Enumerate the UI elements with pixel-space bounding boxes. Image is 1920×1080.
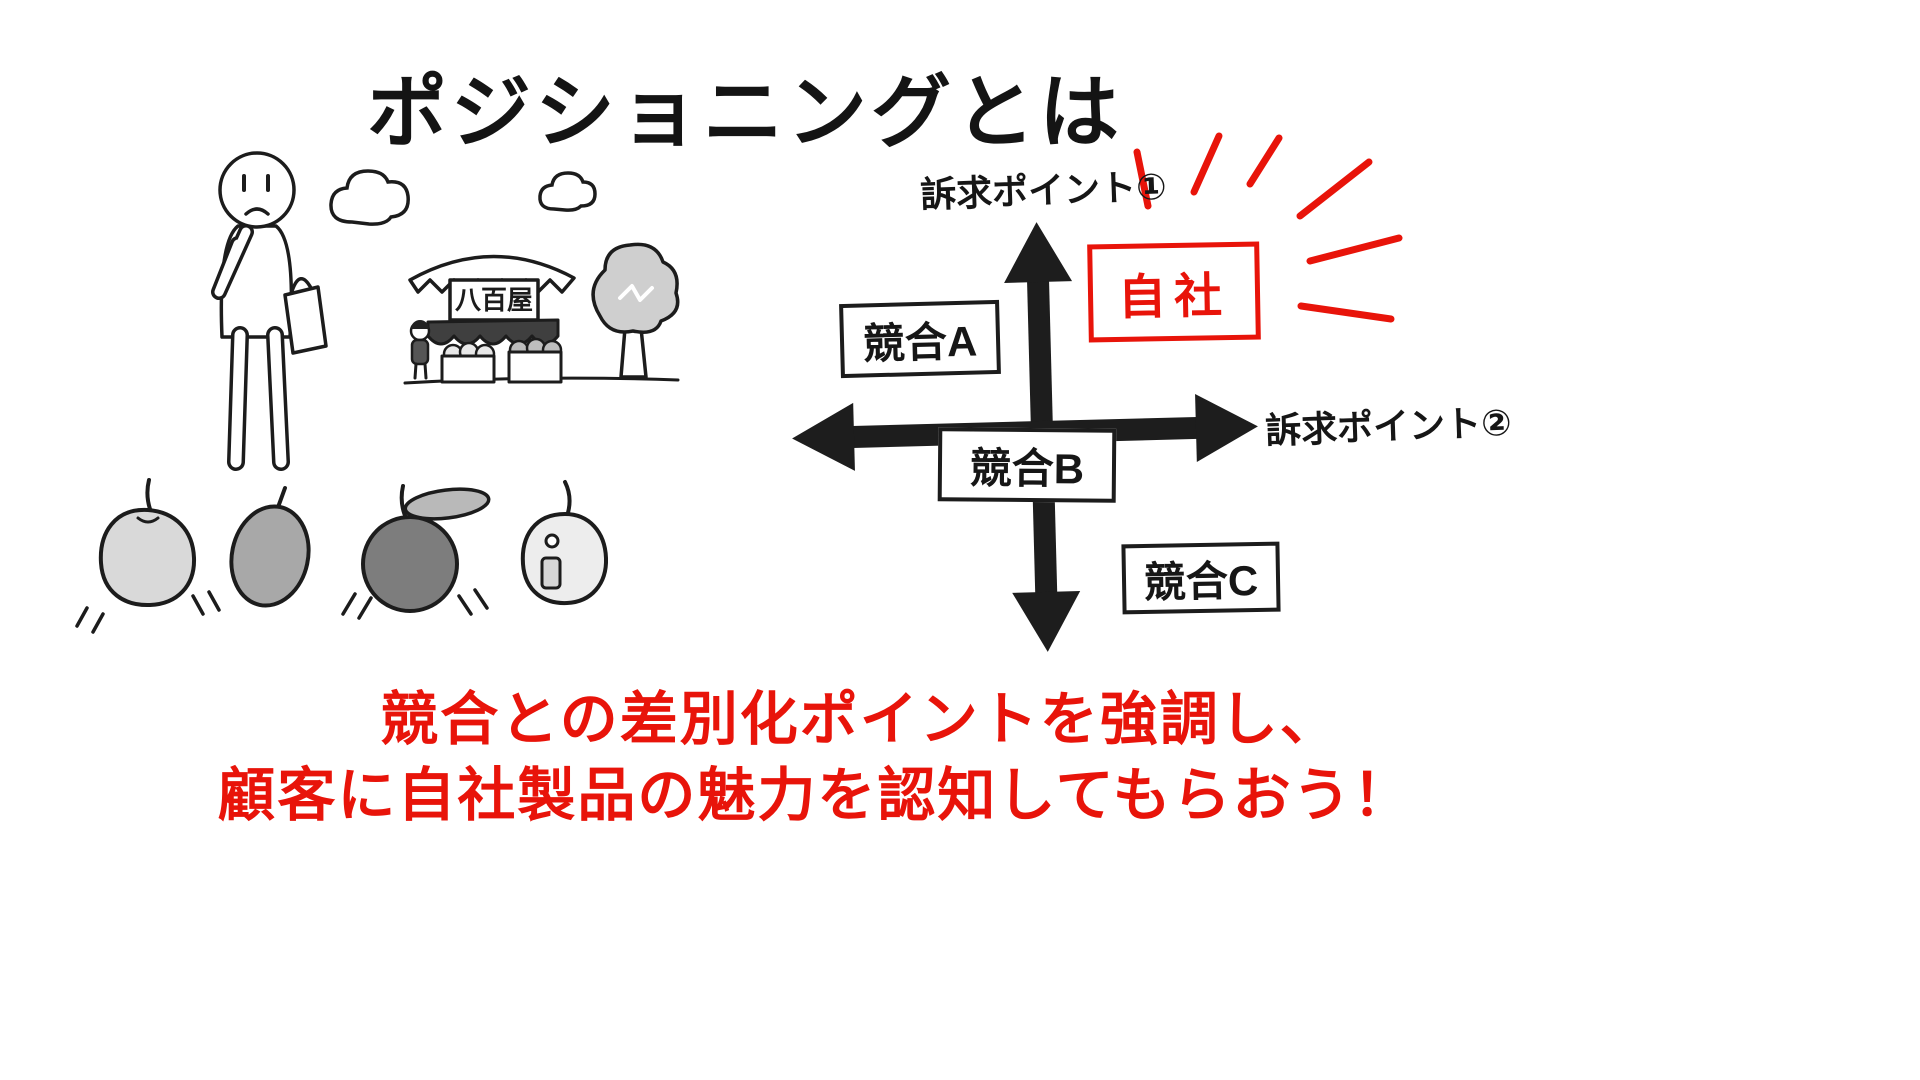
fruit-medium-icon — [229, 486, 311, 608]
greengrocer-shop-icon: 八百屋 — [408, 254, 576, 384]
tree-icon — [591, 242, 680, 379]
message-line-1: 競合との差別化ポイントを強調し、 — [380, 687, 1340, 752]
axis2-label: 訴求ポイント② — [1264, 401, 1513, 452]
axis1-label: 訴求ポイント① — [919, 165, 1168, 216]
message-line-2: 顧客に自社製品の魅力を認知してもらおう！ — [217, 763, 1413, 828]
fruits-illustration — [75, 478, 609, 634]
thinking-person-icon — [211, 151, 328, 471]
fruit-dark-icon — [361, 484, 491, 613]
shopkeeper-icon — [409, 320, 431, 380]
competitor-c-label: 競合C — [1143, 556, 1259, 606]
shop-sign-text: 八百屋 — [455, 285, 533, 315]
fruit-light-icon — [98, 478, 197, 608]
competitor-b-box: 競合B — [937, 427, 1117, 503]
own-company-label: 自社 — [1117, 270, 1231, 325]
market-scene-illustration: 八百屋 — [211, 151, 680, 471]
motion-lines-icon — [75, 588, 489, 634]
cloud-icon — [329, 169, 410, 226]
competitor-a-label: 競合A — [862, 317, 978, 367]
fruit-tagged-icon — [520, 480, 609, 606]
competitor-b-label: 競合B — [969, 444, 1085, 492]
own-company-box: 自社 — [1087, 241, 1261, 343]
competitor-a-box: 競合A — [839, 299, 1001, 379]
page-title: ポジショニングとは — [367, 68, 1123, 157]
competitor-c-box: 競合C — [1121, 541, 1281, 615]
emphasis-rays-icon — [1133, 132, 1403, 323]
cloud-icon — [538, 171, 597, 212]
